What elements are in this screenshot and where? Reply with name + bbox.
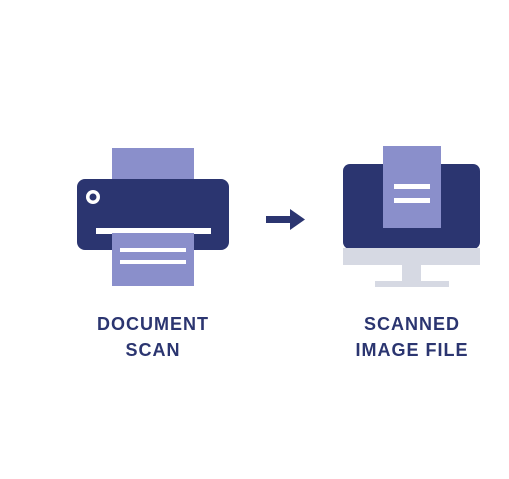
printer-paper-output	[112, 233, 194, 286]
arrow-shaft	[266, 216, 294, 223]
printer-output-slot	[96, 228, 211, 234]
document-scan-caption-line2: SCAN	[125, 340, 181, 360]
printer-light-dot	[89, 193, 97, 201]
document-line	[394, 184, 430, 189]
printer-paper-line	[120, 260, 186, 264]
scanned-image-file-caption-line1: SCANNED	[363, 314, 460, 334]
scanned-image-file-caption: SCANNED IMAGE FILE	[327, 311, 497, 363]
monitor-stand	[375, 281, 449, 287]
monitor-document-icon	[343, 146, 480, 287]
scanned-image-file-caption-line2: IMAGE FILE	[355, 340, 469, 360]
printer-icon	[77, 148, 229, 286]
arrow-right-icon	[266, 209, 305, 230]
document-line	[394, 198, 430, 203]
printer-paper-input	[112, 148, 194, 180]
document-scan-caption: DOCUMENT SCAN	[68, 311, 238, 363]
printer-paper-line	[120, 248, 186, 252]
monitor-bezel	[343, 248, 480, 265]
document-scan-caption-line1: DOCUMENT	[97, 314, 209, 334]
arrow-head	[290, 209, 305, 230]
monitor-neck	[402, 265, 421, 282]
